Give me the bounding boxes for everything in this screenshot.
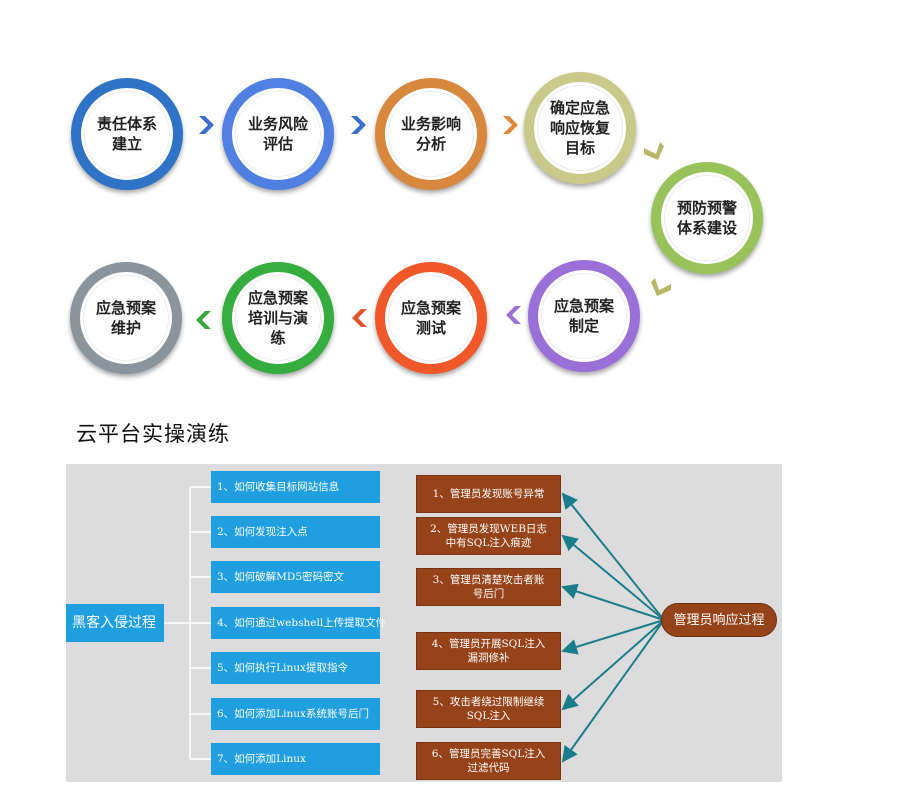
flow-step-8: 应急预案 培训与演 练	[222, 262, 334, 374]
admin-step-5: 5、攻击者绕过限制继续 SQL注入	[416, 690, 561, 728]
chevron-down-left-icon	[651, 278, 671, 296]
flow-step-label: 应急预案 测试	[400, 299, 461, 337]
hacker-step-7: 7、如何添加Linux	[211, 743, 380, 775]
flow-step-label: 责任体系 建立	[96, 115, 157, 153]
flow-step-label: 应急预案 培训与演 练	[247, 289, 308, 347]
hacker-step-3: 3、如何破解MD5密码密文	[211, 561, 380, 593]
chevron-right-icon	[199, 116, 214, 134]
chevron-right-icon	[351, 116, 366, 134]
flow-step-label: 预防预警 体系建设	[676, 199, 737, 237]
flow-step-label: 业务风险 评估	[247, 115, 308, 153]
flow-step-4: 确定应急 响应恢复 目标	[524, 72, 636, 184]
admin-arrow	[561, 583, 665, 621]
admin-arrow	[561, 619, 665, 763]
flow-step-label: 确定应急 响应恢复 目标	[549, 99, 610, 157]
admin-step-1: 1、管理员发现账号异常	[416, 475, 561, 513]
flow-step-label: 应急预案 维护	[95, 299, 156, 337]
hacker-step-4: 4、如何通过webshell上传提取文件	[211, 607, 386, 639]
flow-step-3: 业务影响 分析	[375, 78, 487, 190]
flow-step-5: 预防预警 体系建设	[651, 162, 763, 274]
hacker-step-5: 5、如何执行Linux提取指令	[211, 652, 380, 684]
flow-step-label: 应急预案 制定	[553, 297, 614, 335]
admin-step-2: 2、管理员发现WEB日志 中有SQL注入痕迹	[416, 517, 561, 555]
chevron-left-icon	[506, 306, 521, 324]
flow-step-2: 业务风险 评估	[222, 78, 334, 190]
admin-step-6: 6、管理员完善SQL注入 过滤代码	[416, 742, 561, 780]
hacker-step-6: 6、如何添加Linux系统账号后门	[211, 698, 380, 730]
hacker-process-node: 黑客入侵过程	[66, 604, 164, 642]
admin-arrow	[561, 619, 665, 655]
admin-arrow	[561, 619, 665, 711]
admin-arrow	[561, 534, 665, 621]
admin-arrow	[561, 492, 665, 621]
admin-step-4: 4、管理员开展SQL注入 漏洞修补	[416, 632, 561, 670]
hacker-step-2: 2、如何发现注入点	[211, 516, 380, 548]
flow-step-1: 责任体系 建立	[71, 78, 183, 190]
chevron-right-icon	[503, 116, 518, 134]
admin-response-node: 管理员响应过程	[661, 603, 777, 637]
chevron-left-icon	[352, 309, 367, 327]
hacker-step-1: 1、如何收集目标网站信息	[211, 471, 380, 503]
chevron-down-right-icon	[644, 142, 664, 160]
flow-arrows	[196, 116, 671, 329]
flow-step-6: 应急预案 制定	[528, 260, 640, 372]
chevron-left-icon	[196, 311, 211, 329]
flow-step-label: 业务影响 分析	[400, 115, 461, 153]
section-subtitle: 云平台实操演练	[76, 422, 230, 446]
flow-step-9: 应急预案 维护	[70, 262, 182, 374]
flow-step-7: 应急预案 测试	[375, 262, 487, 374]
admin-step-3: 3、管理员清楚攻击者账 号后门	[416, 568, 561, 606]
